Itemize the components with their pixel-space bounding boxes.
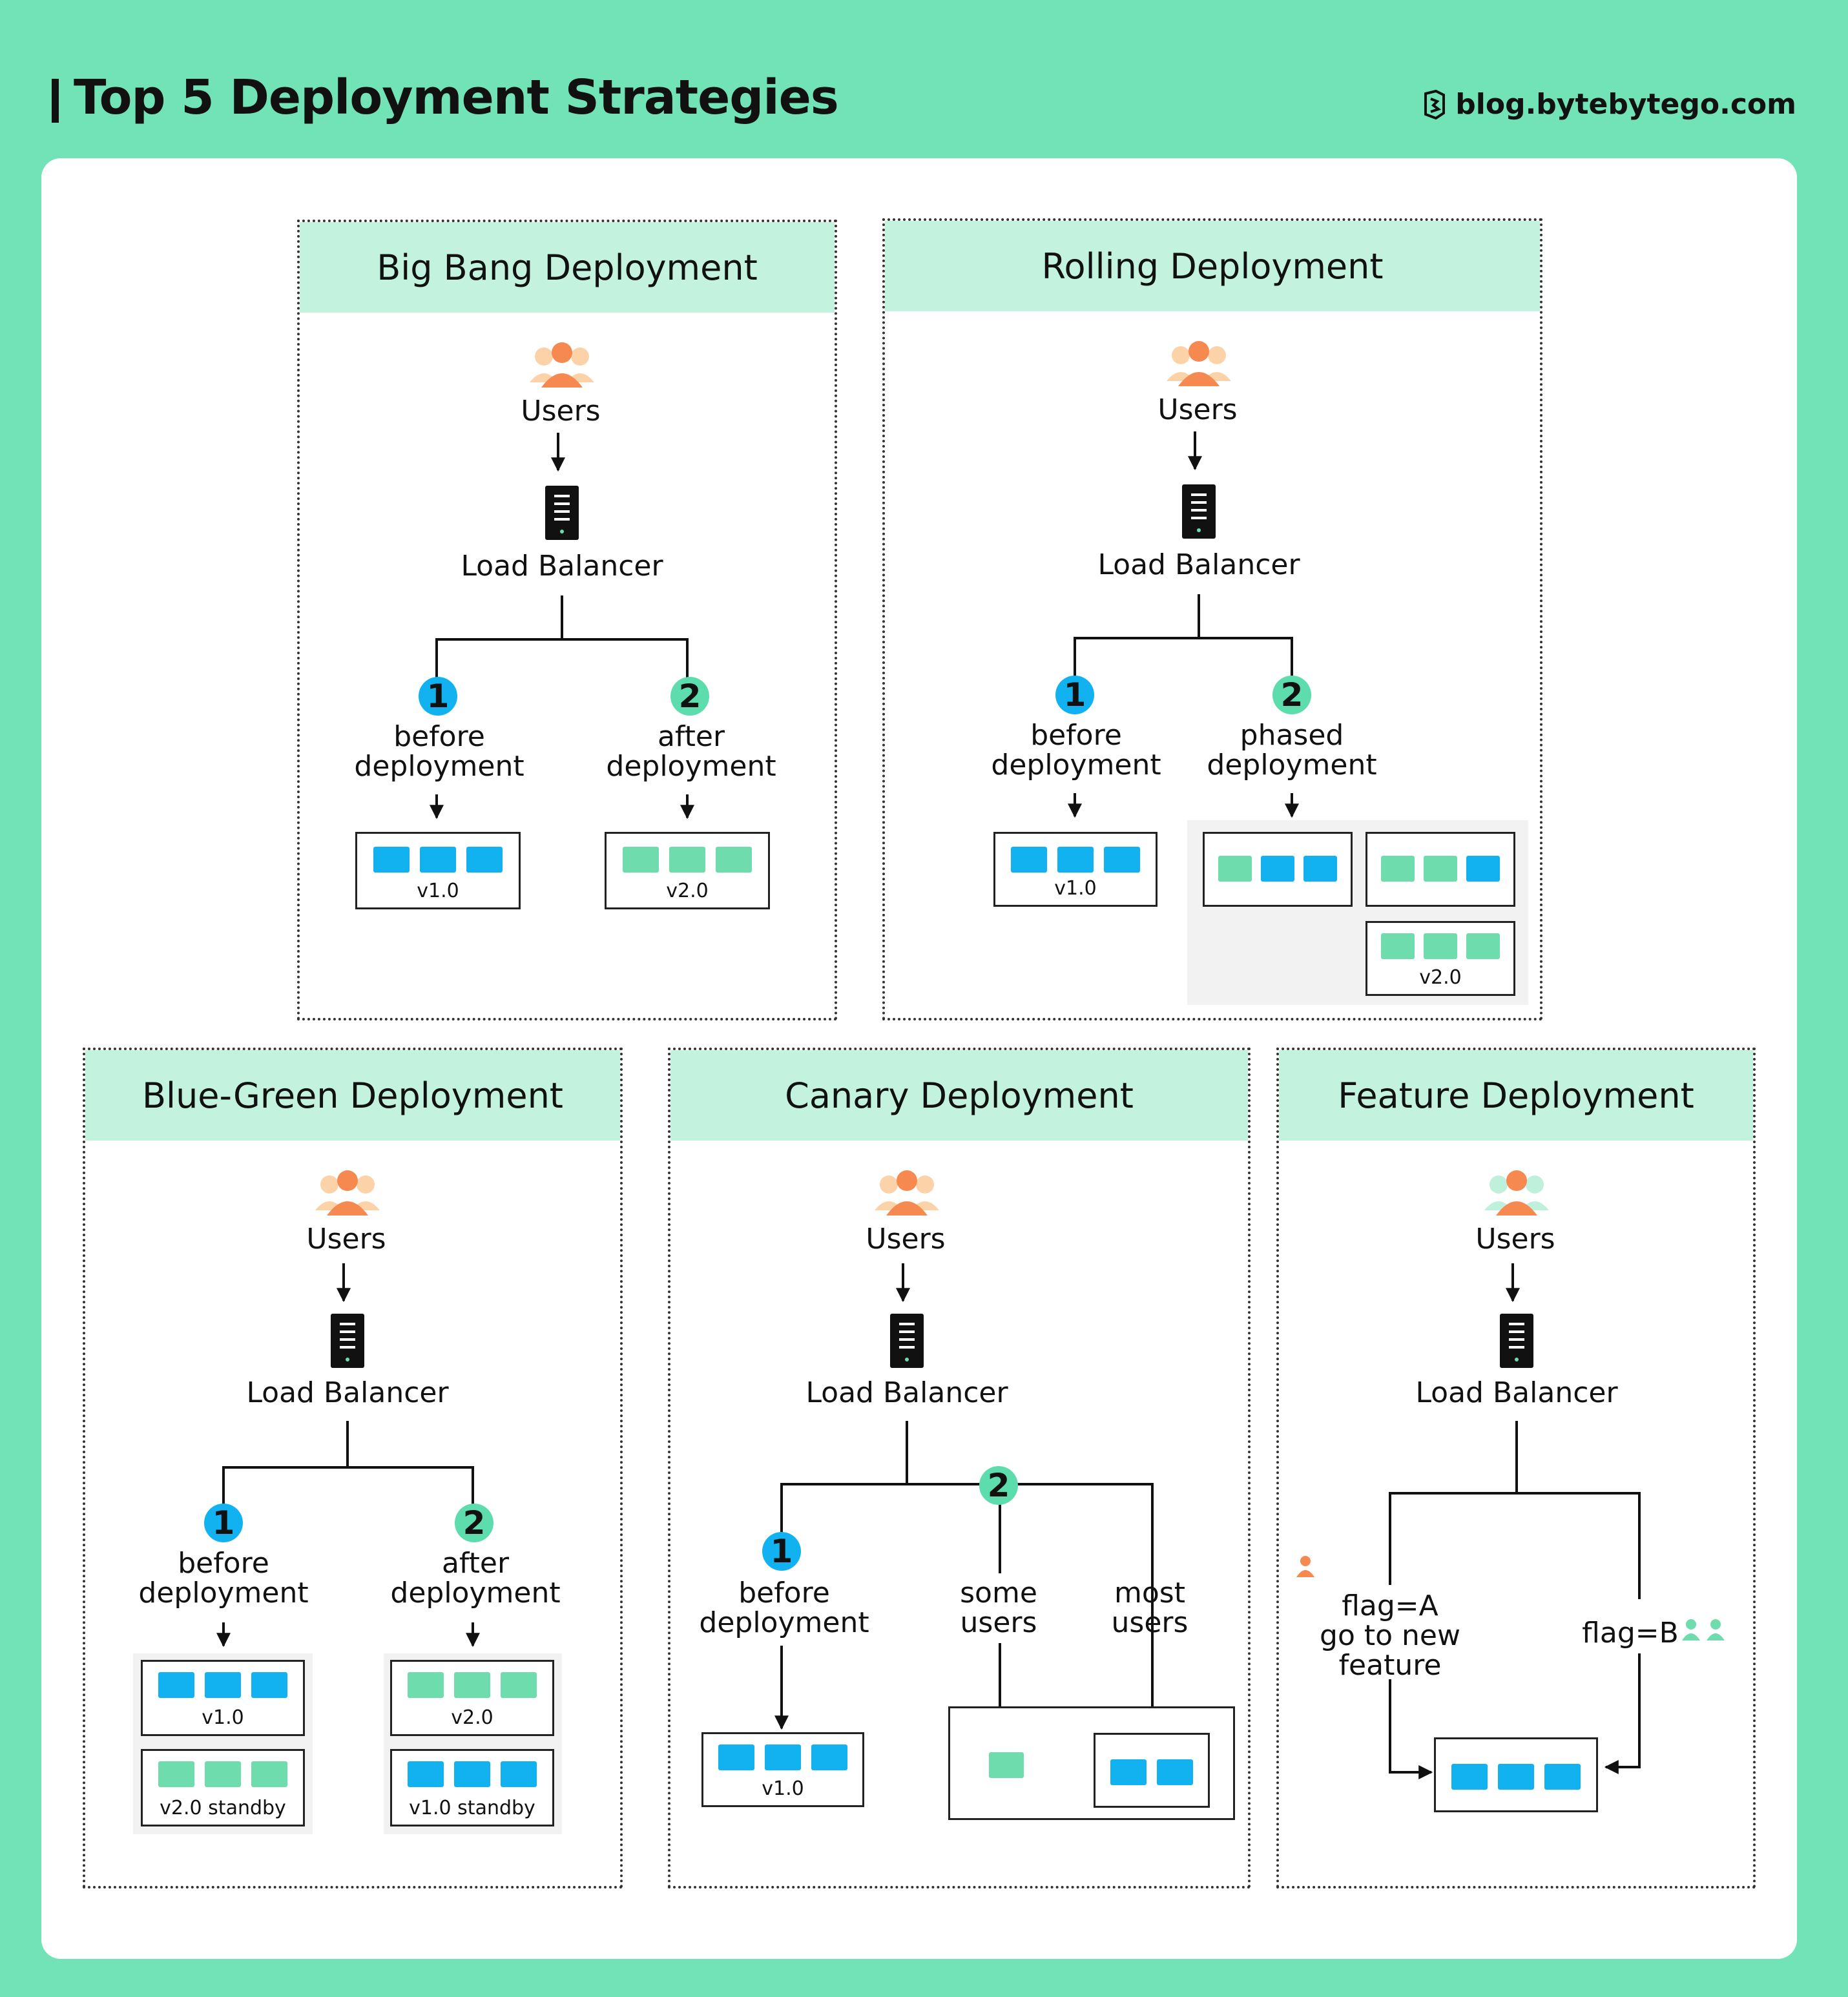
users-label: Users — [306, 1223, 386, 1256]
load-balancer-label: Load Balancer — [1097, 548, 1300, 581]
users-label: Users — [866, 1223, 946, 1256]
bigbang-title: Big Bang Deployment — [300, 222, 835, 313]
phase-1-group — [1203, 832, 1353, 907]
step-1-badge: 1 — [419, 677, 457, 716]
canary-group — [948, 1706, 1235, 1820]
step-2-badge: 2 — [670, 677, 709, 716]
before-deployment-label: before deployment — [354, 720, 524, 783]
canary-panel: Canary Deployment — [668, 1048, 1251, 1888]
load-balancer-icon — [890, 1314, 924, 1368]
step-2-badge: 2 — [1272, 676, 1311, 714]
flag-a-label: flag=A go to new feature — [1320, 1589, 1460, 1682]
load-balancer-label: Load Balancer — [1415, 1376, 1618, 1409]
users-icon — [530, 342, 594, 388]
load-balancer-icon — [545, 486, 579, 540]
load-balancer-icon — [1182, 484, 1216, 539]
server-group-v1: v1.0 — [355, 832, 521, 909]
users-icon — [1167, 341, 1231, 386]
load-balancer-label: Load Balancer — [461, 550, 663, 583]
user-a-icon — [1296, 1556, 1314, 1577]
bluegreen-panel: Blue-Green Deployment — [83, 1048, 623, 1888]
most-users-label: most users — [1111, 1577, 1189, 1639]
server-group-v1: v1.0 — [141, 1660, 305, 1736]
version-label: v1.0 standby — [409, 1797, 535, 1819]
brand-url: blog.bytebytego.com — [1455, 88, 1796, 121]
users-icon — [1484, 1170, 1549, 1216]
version-label: v1.0 — [1054, 877, 1097, 900]
users-icon — [875, 1170, 939, 1216]
step-1-badge: 1 — [1055, 676, 1094, 714]
rolling-panel: Rolling Deployment — [882, 218, 1542, 1020]
version-label: v1.0 — [202, 1706, 244, 1729]
before-deployment-label: before deployment — [991, 719, 1161, 781]
users-label: Users — [1475, 1223, 1555, 1256]
version-label: v1.0 — [762, 1777, 804, 1800]
step-2-badge: 2 — [979, 1466, 1018, 1505]
version-label: v2.0 — [451, 1706, 493, 1729]
users-label: Users — [1158, 393, 1238, 426]
after-deployment-label: after deployment — [390, 1547, 561, 1609]
phased-deployment-label: phased deployment — [1207, 719, 1377, 781]
bytebytego-logo-icon — [1424, 89, 1446, 119]
phase-2-group — [1365, 832, 1515, 907]
bigbang-panel: Big Bang Deployment — [297, 220, 837, 1020]
feature-panel: Feature Deployment — [1276, 1048, 1756, 1888]
after-deployment-label: after deployment — [606, 720, 776, 783]
step-1-badge: 1 — [204, 1504, 243, 1542]
server-group-v1: v1.0 — [993, 832, 1158, 907]
step-1-badge: 1 — [762, 1532, 801, 1571]
version-label: v1.0 — [417, 880, 459, 902]
brand[interactable]: blog.bytebytego.com — [1422, 88, 1796, 121]
users-b-icon — [1682, 1619, 1725, 1640]
bluegreen-title: Blue-Green Deployment — [85, 1050, 620, 1141]
rolling-title: Rolling Deployment — [885, 221, 1540, 311]
users-label: Users — [521, 395, 601, 428]
load-balancer-label: Load Balancer — [805, 1376, 1008, 1409]
before-deployment-label: before deployment — [138, 1547, 309, 1609]
server-group-v1-standby: v1.0 standby — [390, 1749, 554, 1826]
step-2-badge: 2 — [455, 1504, 493, 1542]
before-deployment-label: before deployment — [699, 1577, 869, 1639]
server-group — [1434, 1737, 1598, 1812]
server-group-v2: v2.0 — [390, 1660, 554, 1736]
canary-server — [989, 1752, 1024, 1778]
stable-group — [1094, 1733, 1210, 1808]
phase-3-group-v2: v2.0 — [1365, 921, 1515, 996]
page-title: Top 5 Deployment Strategies — [74, 70, 839, 125]
server-group-v1: v1.0 — [701, 1732, 864, 1807]
load-balancer-label: Load Balancer — [246, 1376, 449, 1409]
users-icon — [315, 1170, 380, 1216]
version-label: v2.0 — [666, 880, 709, 902]
flag-b-label: flag=B — [1582, 1617, 1679, 1650]
canary-title: Canary Deployment — [670, 1050, 1248, 1141]
load-balancer-icon — [1500, 1314, 1533, 1368]
server-group-v2-standby: v2.0 standby — [141, 1749, 305, 1826]
version-label: v2.0 standby — [160, 1797, 286, 1819]
server-group-v2: v2.0 — [605, 832, 770, 909]
title-accent-bar — [52, 79, 59, 123]
feature-title: Feature Deployment — [1279, 1050, 1753, 1141]
load-balancer-icon — [331, 1314, 364, 1368]
version-label: v2.0 — [1419, 966, 1462, 989]
some-users-label: some users — [960, 1577, 1037, 1639]
